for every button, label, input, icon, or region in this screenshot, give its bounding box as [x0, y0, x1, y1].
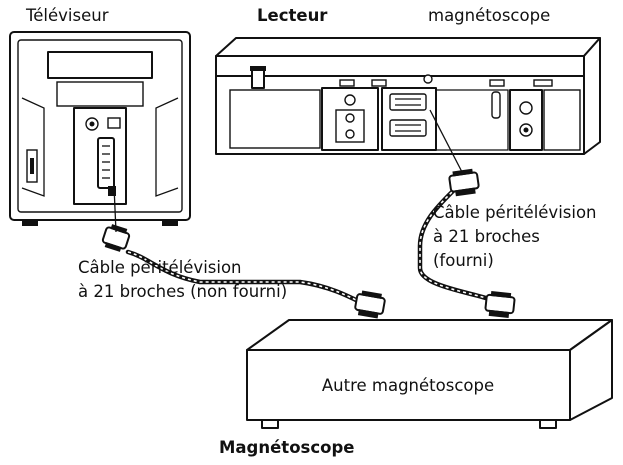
player-label-bold: Lecteur [257, 6, 328, 25]
scart-cable-right [417, 168, 516, 318]
cable-left-line-2: à 21 broches (non fourni) [78, 282, 287, 301]
scart-cable-left [101, 224, 386, 319]
cable-left-line-1: Câble péritélévision [78, 258, 242, 277]
cable-right-line-1: Câble péritélévision [433, 203, 597, 222]
player-label-rest: magnétoscope [428, 6, 550, 25]
tv-rear-view [9, 31, 191, 226]
tv-leader-line [113, 185, 117, 233]
other-recorder-box [246, 319, 613, 429]
player-vcr-rear-view [215, 37, 601, 155]
cable-right-line-3: (fourni) [433, 251, 494, 270]
vcr-leader-line [429, 109, 463, 173]
recorder-label: Magnétoscope [219, 438, 354, 457]
tv-label: Téléviseur [25, 6, 109, 25]
cable-right-line-2: à 21 broches [433, 227, 540, 246]
other-vcr-label: Autre magnétoscope [322, 376, 494, 395]
